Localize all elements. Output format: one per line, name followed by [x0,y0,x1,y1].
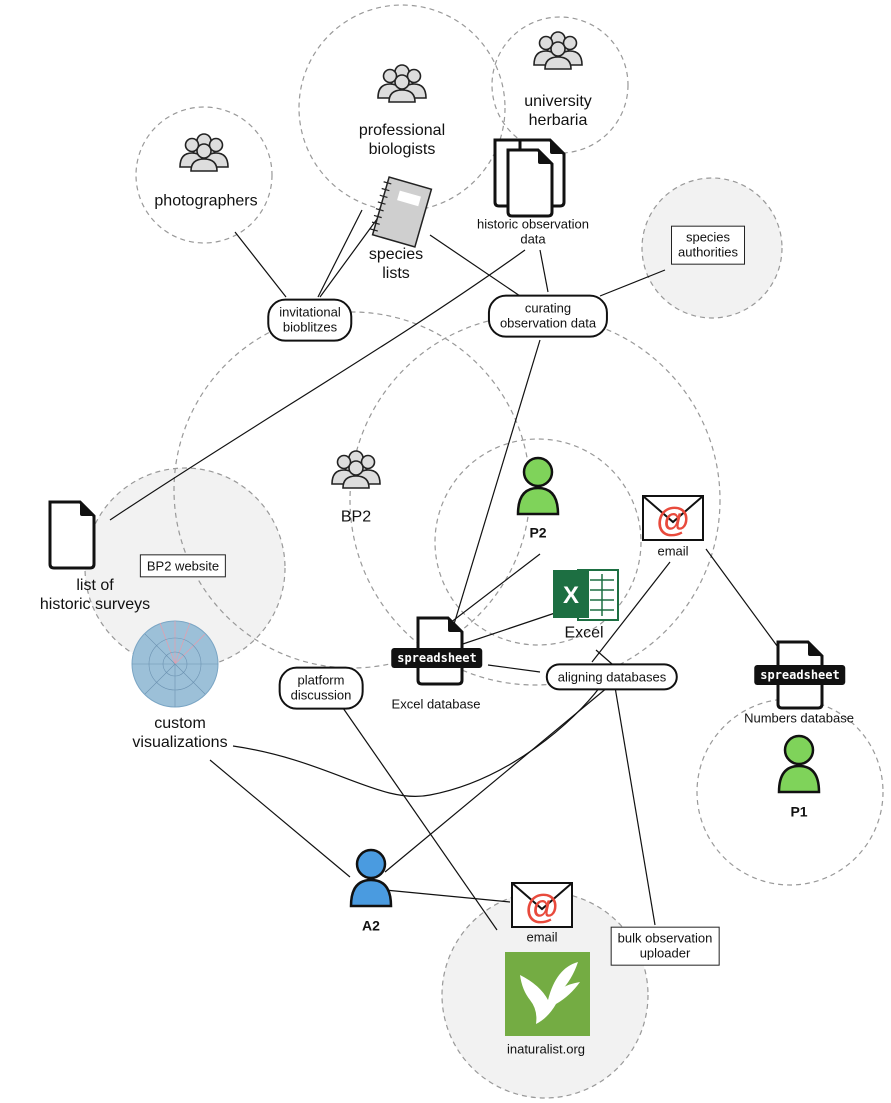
edge-curating-authorities [599,269,666,297]
edge-lists-curating [429,234,521,297]
excel-database-label: Excel database [391,696,481,712]
radial-visualization-icon [131,620,219,708]
edge-excel-exceldb [444,611,559,651]
historic-data-label: historic observation data [477,216,589,247]
edge-photographers-bioblitz [234,231,287,298]
email-icon-bottom [511,882,573,928]
inaturalist-label: inaturalist.org [506,1041,586,1057]
historic-surveys-doc-icon [48,500,96,570]
spreadsheet-badge-numbers: spreadsheet [754,665,846,685]
curating-activity: curating observation data [487,294,609,338]
a2-label: A2 [362,917,380,934]
p1-circle [696,698,884,886]
numbers-database-label: Numbers database [744,710,854,726]
email-label-bottom: email [526,929,558,945]
bp2-label: BP2 [340,508,372,526]
bulk-uploader-box: bulk observation uploader [610,926,720,966]
inaturalist-logo [505,952,590,1036]
edge-a2-aligning [384,686,609,873]
bp2-group-icon [331,450,381,489]
biologists-circle [298,4,506,212]
p2-label: P2 [529,524,547,541]
excel-icon: X [553,569,619,621]
email-label-top: email [657,543,689,559]
notebook-icon [369,176,433,248]
species-authorities-box: species authorities [671,225,745,265]
edge-email-p1 [705,548,784,655]
herbaria-group-icon [533,31,583,70]
spreadsheet-badge-excel: spreadsheet [391,648,483,668]
bioblitzes-activity: invitational bioblitzes [267,298,353,342]
edge-a2-email [384,889,511,903]
biologists-label: professional biologists [358,122,446,158]
edge-historic-surveys [109,249,526,521]
edge-email-aligning [591,561,671,663]
p1-person-icon [777,734,821,794]
edge-lists-bioblitz [319,214,381,298]
historic-surveys-label: list of historic surveys [39,577,151,613]
custom-visualizations-label: custom visualizations [132,715,228,751]
species-lists-label: species lists [368,246,424,282]
platform-discussion-activity: platform discussion [278,666,364,710]
edge-exceldb-aligning [487,664,541,673]
edge-viz-aligning [232,686,601,797]
photographers-label: photographers [154,192,258,210]
photographers-group-icon [179,133,229,172]
historic-doc-icon-3 [506,148,554,218]
edge-excel-aligning [595,649,613,665]
edge-curating-exceldb [447,339,541,645]
aligning-databases-activity: aligning databases [545,663,679,691]
p2-circle [434,438,642,646]
curating-circle [349,314,721,686]
biologists-group-icon [377,64,427,103]
p2-person-icon [516,456,560,516]
herbaria-label: university herbaria [524,93,592,129]
svg-text:X: X [563,582,579,609]
herbaria-circle [491,16,629,154]
edge-viz-a2 [209,759,351,878]
edge-platform-inat [342,707,498,931]
p1-label: P1 [790,803,808,820]
excel-label: Excel [564,624,604,642]
email-icon-top [642,495,704,541]
bp2-website-box: BP2 website [139,554,227,578]
edge-historic-curating [539,249,549,293]
a2-person-icon [349,848,393,908]
edge-aligning-bulk [614,686,656,926]
photographers-circle [135,106,273,244]
edge-biologists-bioblitz [317,209,363,298]
